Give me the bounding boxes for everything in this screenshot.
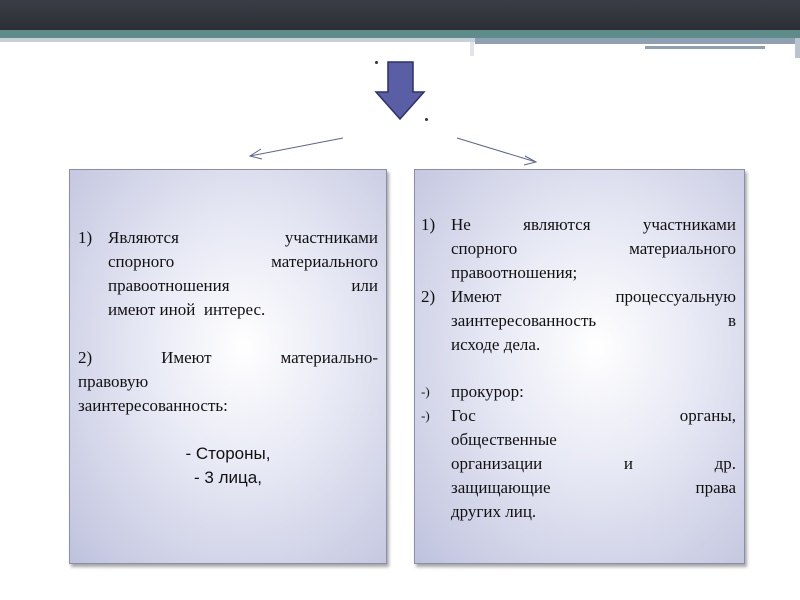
list-item-text: Не являются участниками xyxy=(451,215,736,234)
header-stripe xyxy=(475,38,800,44)
list-number: 1) xyxy=(78,228,93,247)
list-item-text: прокурор: xyxy=(451,382,524,401)
decor-dot xyxy=(425,118,428,121)
header-stripe xyxy=(470,42,474,56)
list-item-text: 2) Имеют материально- xyxy=(78,348,378,367)
bullet-marker: -) xyxy=(421,408,430,423)
decor-dot xyxy=(375,61,378,64)
bullet-marker: -) xyxy=(421,384,430,399)
list-item-text: заинтересованность: xyxy=(78,396,228,415)
header-stripe xyxy=(0,38,475,42)
right-category-box xyxy=(414,169,745,564)
right-connector-arrow xyxy=(456,137,538,166)
header-stripe xyxy=(795,38,800,58)
list-item-text: спорного материального xyxy=(451,239,736,258)
list-item-text: правоотношения или xyxy=(108,276,378,295)
list-item-text: защищающие права xyxy=(451,478,736,497)
header-stripe xyxy=(645,46,765,49)
list-item-text: правоотношения; xyxy=(451,263,578,282)
left-connector-arrow xyxy=(248,137,344,160)
down-arrow-icon xyxy=(374,61,426,121)
header-bar xyxy=(0,0,800,30)
list-number: 1) xyxy=(421,215,436,234)
list-item-text: других лиц. xyxy=(451,502,537,521)
list-item-text: Имеют процессуальную xyxy=(451,287,736,306)
list-item-text: имеют иной интерес. xyxy=(108,300,266,319)
list-item-text: Являются участниками xyxy=(108,228,378,247)
list-item-text: спорного материального xyxy=(108,252,378,271)
list-item-text: организации и др. xyxy=(451,454,736,473)
list-number: 2) xyxy=(421,287,436,306)
header-stripe xyxy=(0,30,800,38)
list-item-text: общественные xyxy=(451,430,557,449)
left-category-box xyxy=(69,169,387,564)
list-item-text: Гос органы, xyxy=(451,406,736,425)
party-item: - 3 лица, xyxy=(194,468,262,487)
list-item-text: исходе дела. xyxy=(451,335,541,354)
party-item: - Стороны, xyxy=(185,444,271,463)
list-item-text: правовую xyxy=(78,372,149,391)
list-item-text: заинтересованность в xyxy=(451,311,736,330)
